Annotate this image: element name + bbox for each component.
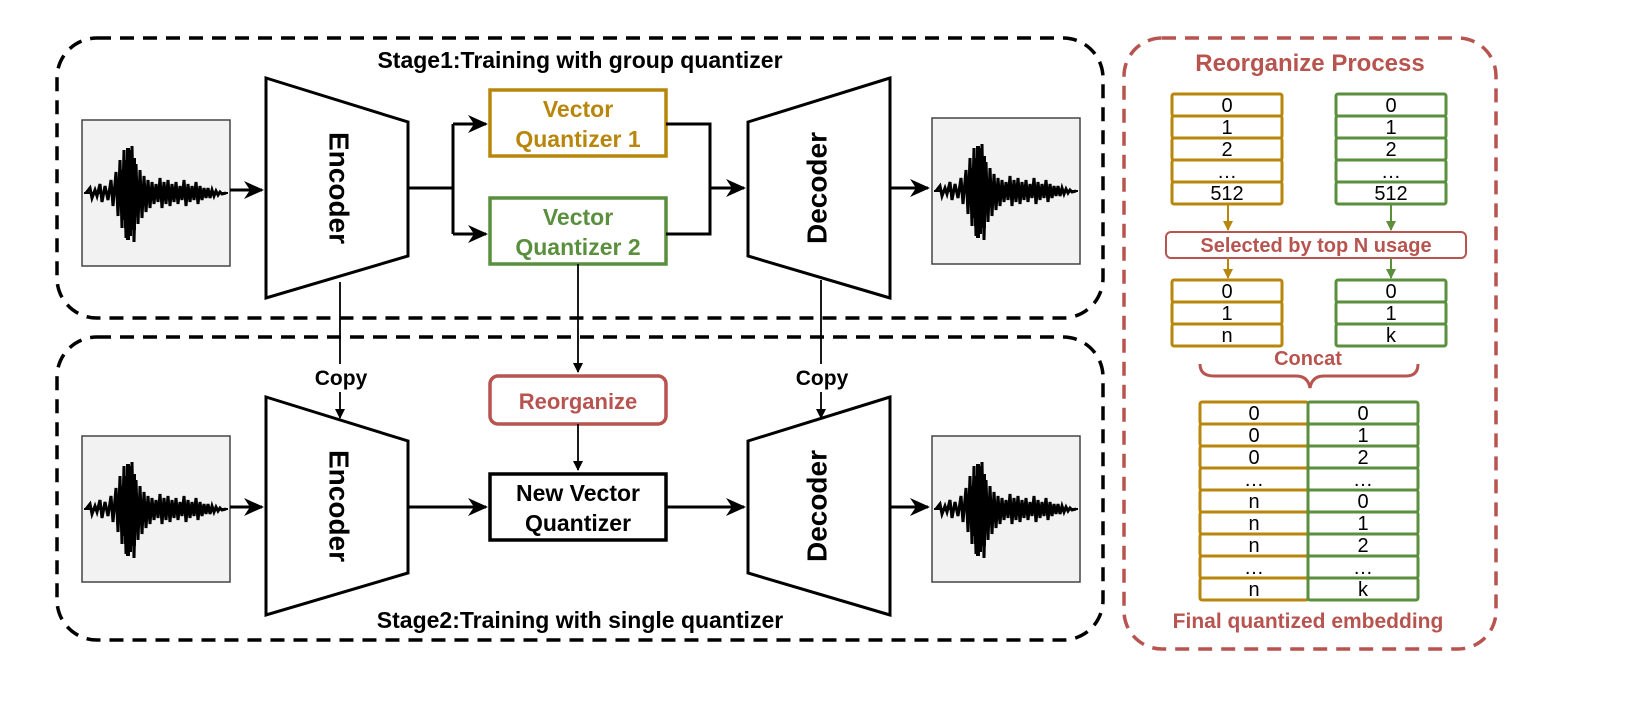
- final-right-cell-text: 1: [1357, 425, 1368, 447]
- codebook1-cell-text: 1: [1221, 117, 1232, 139]
- new-vq-label-line2: Quantizer: [525, 510, 631, 536]
- stage2-decoder-label: Decoder: [801, 450, 832, 562]
- selected2-cell-text: k: [1386, 325, 1397, 347]
- stage2-region: [55, 335, 1105, 642]
- concat-label: Concat: [1274, 348, 1342, 370]
- codebook2-cell-text: 1: [1385, 117, 1396, 139]
- codebook1-cell-text: 0: [1221, 95, 1232, 117]
- selected1-cell: [1170, 322, 1284, 348]
- final-right-cell-text: 2: [1357, 447, 1368, 469]
- codebook2-cell-text: 2: [1385, 139, 1396, 161]
- final-right-cell-text: 2: [1357, 535, 1368, 557]
- final-left-cell-text: n: [1248, 579, 1259, 601]
- copy-encoder-label: Copy: [315, 367, 368, 390]
- selected2-cell-text: 0: [1385, 281, 1396, 303]
- final-right-cell: [1306, 576, 1420, 602]
- selected1-cell-text: 1: [1221, 303, 1232, 325]
- final-right-cell-text: …: [1353, 469, 1373, 491]
- final-left-cell-text: n: [1248, 491, 1259, 513]
- final-left-cell-text: 0: [1248, 425, 1259, 447]
- selected1-cell-text: 0: [1221, 281, 1232, 303]
- codebook2: 012…512: [1334, 92, 1448, 206]
- final-left-cell-text: n: [1248, 513, 1259, 535]
- final-right-cell-text: k: [1358, 579, 1369, 601]
- stage2-input-waveform: [80, 434, 232, 584]
- final-label: Final quantized embedding: [1173, 610, 1444, 633]
- copy-encoder-bg: [306, 364, 376, 392]
- codebook2-cell-text: 512: [1374, 183, 1407, 205]
- stage2-title: Stage2:Training with single quantizer: [377, 607, 783, 633]
- stage1-region: [55, 36, 1105, 320]
- codebook1-cell-text: 512: [1210, 183, 1243, 205]
- vq1-label-line1: Vector: [543, 96, 613, 122]
- merge-line: [666, 122, 712, 236]
- new-vq-box: [488, 472, 668, 542]
- new-vq-label-line1: New Vector: [516, 480, 640, 506]
- vq2-label-line1: Vector: [543, 204, 613, 230]
- codebook2-cell-text: …: [1381, 161, 1401, 183]
- vq2-label-line2: Quantizer 2: [515, 234, 640, 260]
- stage1-output-waveform: [930, 116, 1082, 266]
- concat-brace: [1198, 363, 1420, 389]
- final-left-cell-text: 0: [1248, 447, 1259, 469]
- stage1-input-waveform: [80, 118, 232, 268]
- vq1-label-line2: Quantizer 1: [515, 126, 640, 152]
- stage1-encoder-block: [264, 75, 410, 301]
- final-left-cell-text: 0: [1248, 403, 1259, 425]
- final-right-cell-text: 0: [1357, 403, 1368, 425]
- final-right-cell-text: 1: [1357, 513, 1368, 535]
- codebook1-cell-text: 2: [1221, 139, 1232, 161]
- stage2-encoder-block: [264, 394, 410, 618]
- codebook1: 012…512: [1170, 92, 1284, 206]
- stage1-encoder-label: Encoder: [324, 132, 355, 244]
- copy-decoder-bg: [786, 364, 858, 392]
- codebook1-cell-text: …: [1217, 161, 1237, 183]
- final-left-cell-text: …: [1244, 469, 1264, 491]
- vq2-box: [488, 196, 668, 266]
- selected-box: [1165, 231, 1467, 259]
- stage2-encoder-label: Encoder: [324, 450, 355, 562]
- stage1-decoder-block: [746, 75, 892, 301]
- selected-label: Selected by top N usage: [1200, 235, 1431, 257]
- reorganize-label: Reorganize: [519, 389, 638, 414]
- stage2-output-waveform: [930, 434, 1082, 584]
- selected2-cell: [1334, 322, 1448, 348]
- selected2-cell-text: 1: [1385, 303, 1396, 325]
- codebook2-cell-text: 0: [1385, 95, 1396, 117]
- reorganize-panel: [1122, 36, 1498, 651]
- final-left-cell-text: …: [1244, 557, 1264, 579]
- selected-codebook1: 01n: [1170, 278, 1284, 348]
- stage2-decoder-block: [746, 394, 892, 618]
- final-right-cell-text: …: [1353, 557, 1373, 579]
- stage1-decoder-label: Decoder: [801, 132, 832, 244]
- final-left-cell-text: n: [1248, 535, 1259, 557]
- selected1-cell-text: n: [1221, 325, 1232, 347]
- selected-codebook2: 01k: [1334, 278, 1448, 348]
- stage1-title: Stage1:Training with group quantizer: [377, 47, 782, 73]
- final-right-cell-text: 0: [1357, 491, 1368, 513]
- copy-decoder-label: Copy: [796, 367, 849, 390]
- reorganize-panel-title: Reorganize Process: [1195, 50, 1424, 77]
